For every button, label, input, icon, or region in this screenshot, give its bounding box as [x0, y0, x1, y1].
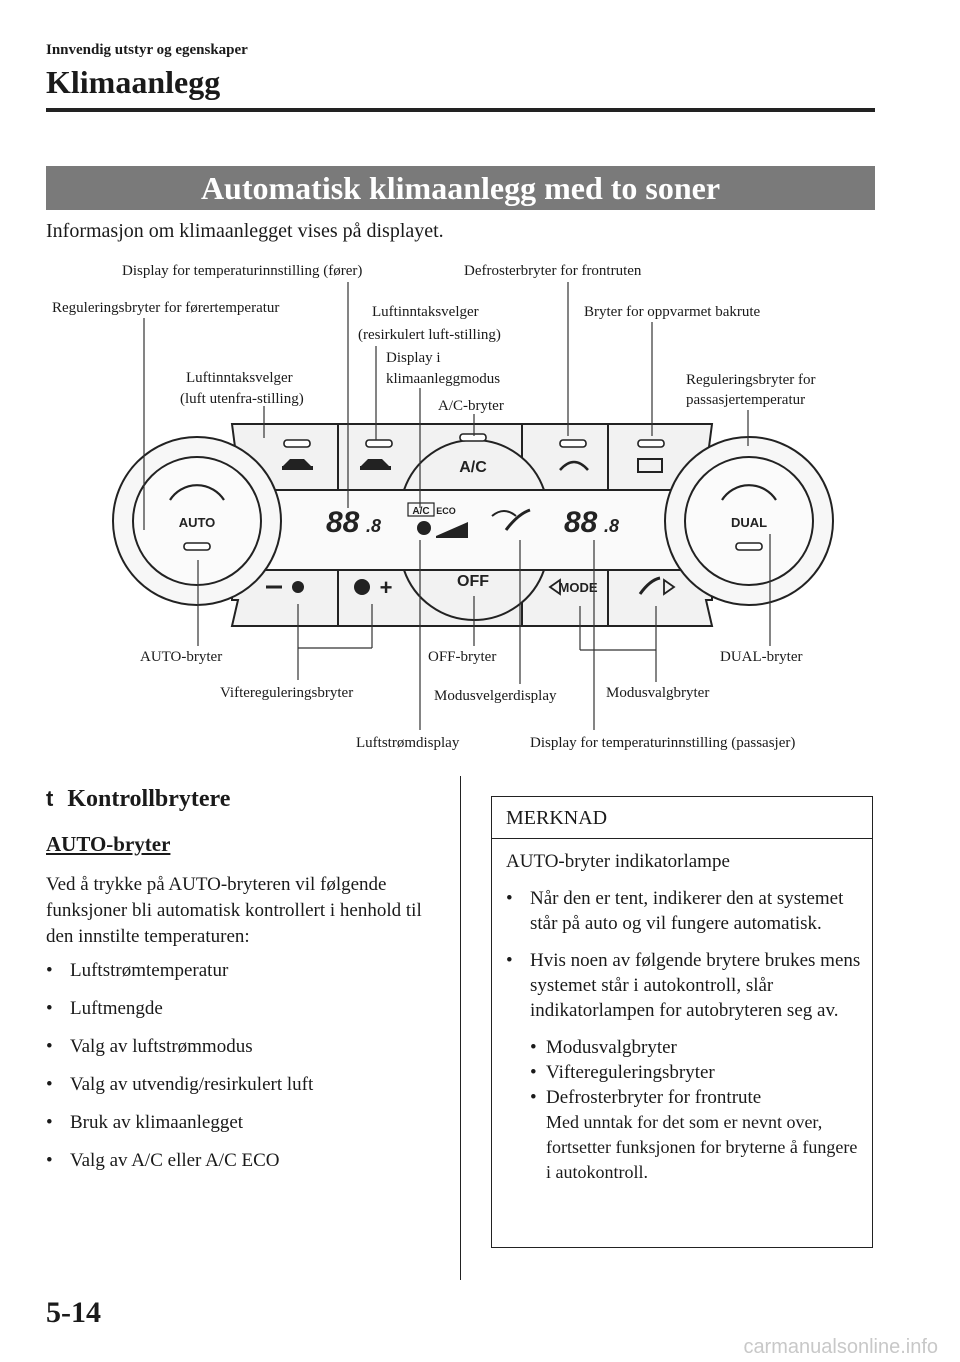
- label-air-intake-recirc-1: Luftinntaksvelger: [372, 304, 479, 320]
- auto-label: AUTO: [179, 515, 216, 530]
- label-fan-control: Viftereguleringsbryter: [220, 685, 353, 701]
- label-climate-mode-display-2: klimaanleggmodus: [386, 371, 500, 387]
- dual-label: DUAL: [731, 515, 767, 530]
- recirc-outside-lamp: [283, 439, 311, 448]
- section-marker-icon: t: [46, 786, 54, 811]
- fan-up-button[interactable]: +: [354, 575, 392, 600]
- fan-icon: [354, 579, 370, 595]
- section-heading: t Kontrollbrytere: [46, 786, 230, 813]
- auto-lamp: [183, 542, 211, 551]
- section-banner: Automatisk klimaanlegg med to soner: [46, 166, 875, 210]
- ac-indicator: A/C: [412, 506, 429, 517]
- rear-defogger-button[interactable]: [637, 458, 663, 473]
- label-defroster-front: Defrosterbryter for frontruten: [464, 263, 642, 279]
- temp-display-left-decimal: .8: [366, 516, 381, 536]
- note-sub-item: •Defrosterbryter for frontrute: [530, 1087, 762, 1108]
- mode-label: MODE: [559, 580, 598, 595]
- label-dual-switch: DUAL-bryter: [720, 649, 802, 665]
- temp-display-left: 88: [326, 506, 360, 539]
- label-reg-driver-temp: Reguleringsbryter for førertemperatur: [52, 300, 279, 316]
- list-item: •Valg av A/C eller A/C ECO: [46, 1150, 280, 1171]
- subsection-heading: AUTO-bryter: [46, 832, 171, 856]
- label-air-intake-outside-2: (luft utenfra-stilling): [180, 391, 304, 407]
- off-label: OFF: [457, 573, 489, 590]
- label-rear-defogger: Bryter for oppvarmet bakrute: [584, 304, 761, 320]
- air-intake-recirc-button[interactable]: [360, 459, 391, 470]
- page-number: 5-14: [46, 1296, 101, 1329]
- note-tail: Med unntak for det som er nevnt over, fo…: [546, 1112, 858, 1182]
- note-bullet: •Når den er tent, indikerer den at syste…: [506, 888, 844, 934]
- breadcrumb: Innvendig utstyr og egenskaper: [46, 42, 248, 58]
- fan-speed-bars: [436, 522, 468, 538]
- note-sub-item: •Viftereguleringsbryter: [530, 1062, 715, 1083]
- label-airflow-display: Luftstrømdisplay: [356, 735, 460, 751]
- rear-defog-lamp: [637, 439, 665, 448]
- mode-select-button[interactable]: [638, 576, 676, 596]
- ac-lamp: [459, 433, 487, 442]
- feature-list: •Luftstrømtemperatur •Luftmengde •Valg a…: [46, 958, 456, 1186]
- label-display-temp-driver: Display for temperaturinnstilling (fører…: [122, 263, 362, 279]
- note-title: AUTO-bryter indikatorlampe: [506, 851, 730, 872]
- label-ac-switch: A/C-bryter: [438, 398, 504, 414]
- label-display-temp-passenger: Display for temperaturinnstilling (passa…: [530, 735, 795, 751]
- label-mode-switch: Modusvalgbryter: [606, 685, 709, 701]
- svg-text:+: +: [380, 575, 393, 600]
- eco-indicator: ECO: [436, 506, 456, 516]
- list-item: •Valg av luftstrømmodus: [46, 1036, 253, 1057]
- section-paragraph: Ved å trykke på AUTO-bryteren vil følgen…: [46, 874, 422, 947]
- label-climate-mode-display-1: Display i: [386, 350, 441, 366]
- intro-text: Informasjon om klimaanlegget vises på di…: [46, 220, 444, 242]
- label-air-intake-outside-1: Luftinntaksvelger: [186, 370, 293, 386]
- recirc-lamp: [365, 439, 393, 448]
- note-bullet: •Hvis noen av følgende brytere brukes me…: [506, 950, 861, 1021]
- label-reg-passenger-temp-2: passasjertemperatur: [686, 392, 805, 408]
- note-heading: MERKNAD: [492, 797, 872, 839]
- climate-control-diagram: A/C OFF + MODE 88 .8 88 .8: [52, 263, 834, 751]
- label-reg-passenger-temp-1: Reguleringsbryter for: [686, 372, 816, 388]
- label-air-intake-recirc-2: (resirkulert luft-stilling): [358, 327, 501, 343]
- label-auto-switch: AUTO-bryter: [140, 649, 222, 665]
- header-rule: [46, 108, 875, 112]
- defrost-lamp: [559, 439, 587, 448]
- air-intake-outside-button[interactable]: [282, 459, 313, 470]
- fan-speed-icon: [417, 521, 431, 535]
- fan-down-button[interactable]: [266, 581, 304, 593]
- display-strip: [231, 489, 713, 571]
- list-item: •Luftmengde: [46, 998, 163, 1019]
- note-box: MERKNAD AUTO-bryter indikatorlampe •Når …: [491, 796, 873, 1248]
- label-mode-display: Modusvelgerdisplay: [434, 688, 557, 704]
- column-divider: [460, 776, 461, 1280]
- leader-lines: [143, 282, 771, 730]
- temp-display-right-decimal: .8: [604, 516, 619, 536]
- mode-display-icon: [491, 508, 531, 531]
- ac-label: A/C: [459, 459, 487, 476]
- off-button[interactable]: [402, 569, 546, 621]
- mode-button[interactable]: MODE: [548, 578, 598, 596]
- chapter-title: Klimaanlegg: [46, 64, 221, 100]
- temp-display-right: 88: [564, 506, 598, 539]
- note-sub-item: •Modusvalgbryter: [530, 1037, 677, 1058]
- dual-lamp: [735, 542, 763, 551]
- section-title: Kontrollbrytere: [67, 786, 231, 812]
- label-off-switch: OFF-bryter: [428, 649, 496, 665]
- note-sub-list: •Modusvalgbryter •Viftereguleringsbryter…: [530, 1035, 862, 1110]
- watermark: carmanualsonline.info: [743, 1336, 938, 1358]
- front-defroster-button[interactable]: [559, 460, 589, 471]
- list-item: •Valg av utvendig/resirkulert luft: [46, 1074, 314, 1095]
- list-item: •Luftstrømtemperatur: [46, 960, 229, 981]
- list-item: •Bruk av klimaanlegget: [46, 1112, 244, 1133]
- fan-icon: [292, 581, 304, 593]
